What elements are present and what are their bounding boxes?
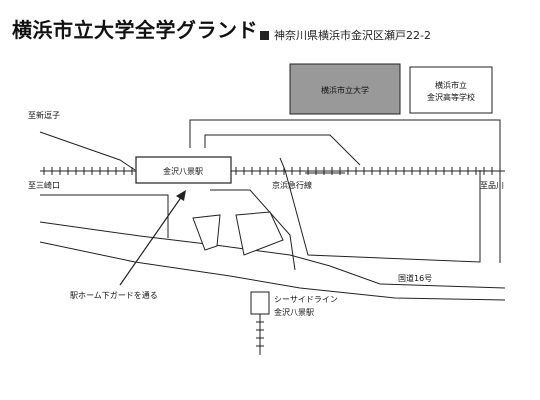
- road-to-shinzushi: [39, 131, 136, 171]
- label-seaside-line: シーサイドライン: [274, 295, 338, 304]
- label-to-shinzushi: 至新逗子: [28, 110, 60, 120]
- high-school-label-2: 金沢高等学校: [427, 92, 475, 102]
- block-1: [192, 214, 221, 251]
- high-school-label-1: 横浜市立: [435, 80, 467, 90]
- campus-road-inner: [284, 169, 481, 263]
- passage-arrow-line: [119, 195, 183, 286]
- address: 神奈川県横浜市金沢区瀬戸22-2: [260, 27, 431, 43]
- seaside-line-track: [256, 314, 264, 355]
- seaside-station-box: [250, 291, 270, 315]
- label-to-sankizaki: 至三崎口: [28, 180, 60, 190]
- arrow-head-icon: [176, 190, 186, 201]
- label-to-shinagawa: 至品川: [480, 181, 504, 190]
- road-lower-left: [40, 194, 169, 238]
- keikyu-railway: [40, 167, 505, 175]
- station-label: 金沢八景駅: [163, 166, 203, 176]
- high-school-building: [409, 66, 493, 114]
- label-seaside-station: 金沢八景駅: [274, 307, 314, 317]
- label-route16: 国道16号: [398, 273, 432, 283]
- bullet-square-icon: [260, 30, 269, 40]
- access-road-upper: [204, 134, 361, 166]
- label-passage-note: 駅ホーム下ガードを通る: [70, 290, 158, 300]
- campus-road-outer: [189, 119, 501, 263]
- address-text: 神奈川県横浜市金沢区瀬戸22-2: [274, 29, 431, 42]
- university-building: [289, 63, 401, 115]
- block-2: [235, 211, 284, 256]
- kanazawa-hakkei-station: [135, 156, 232, 184]
- label-keikyu-line: 京浜急行線: [272, 180, 312, 190]
- route16-road-lower: [39, 241, 506, 301]
- page-title: 横浜市立大学全学グランド: [12, 18, 258, 42]
- university-label: 横浜市立大学: [321, 85, 369, 95]
- route16-road-upper: [39, 221, 506, 289]
